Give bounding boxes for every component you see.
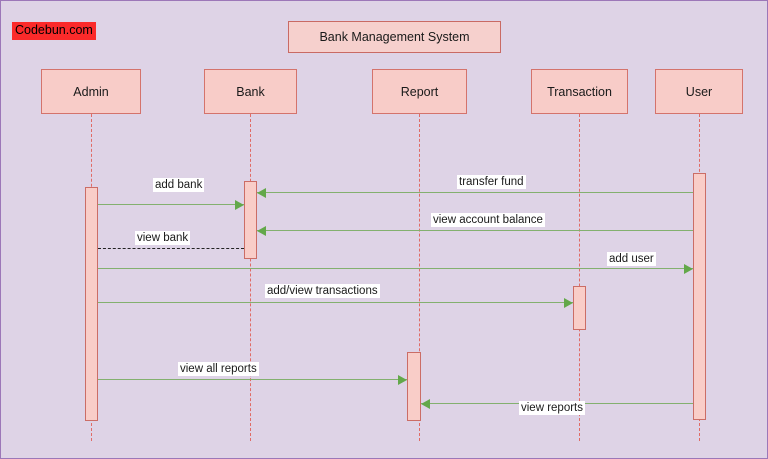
arrow-head-right-view-all-reports — [398, 375, 407, 385]
diagram-title-box: Bank Management System — [288, 21, 501, 53]
message-label-transfer-fund: transfer fund — [457, 175, 526, 189]
message-line-view-bank[interactable] — [98, 248, 244, 249]
activation-bar-report — [407, 352, 421, 421]
arrow-head-left-view-account-balance — [257, 226, 266, 236]
actor-label-report: Report — [400, 84, 439, 99]
message-line-add-bank[interactable] — [98, 204, 244, 205]
arrow-head-left-transfer-fund — [257, 188, 266, 198]
message-line-add-view-transactions[interactable] — [98, 302, 573, 303]
message-label-view-all-reports: view all reports — [178, 362, 259, 376]
actor-box-bank[interactable]: Bank — [204, 69, 297, 114]
arrow-head-right-add-user — [684, 264, 693, 274]
arrow-head-left-view-reports — [421, 399, 430, 409]
actor-label-bank: Bank — [236, 84, 265, 99]
message-line-transfer-fund[interactable] — [257, 192, 693, 193]
actor-box-report[interactable]: Report — [372, 69, 467, 114]
diagram-title-label: Bank Management System — [319, 30, 470, 44]
message-label-view-account-balance: view account balance — [431, 213, 545, 227]
message-label-add-user: add user — [607, 252, 656, 266]
message-label-view-reports: view reports — [519, 401, 585, 415]
message-label-add-view-transactions: add/view transactions — [265, 284, 380, 298]
arrow-head-right-add-bank — [235, 200, 244, 210]
message-line-add-user[interactable] — [98, 268, 693, 269]
message-label-view-bank: view bank — [135, 231, 191, 245]
actor-label-transaction: Transaction — [547, 84, 612, 99]
lifeline-transaction — [579, 114, 580, 441]
actor-label-admin: Admin — [73, 84, 109, 99]
watermark-codebun: Codebun.com — [12, 22, 96, 40]
actor-label-user: User — [685, 84, 713, 99]
lifeline-bank — [250, 114, 251, 441]
message-line-view-all-reports[interactable] — [98, 379, 407, 380]
lifeline-report — [419, 114, 420, 441]
activation-bar-admin — [85, 187, 98, 421]
message-line-view-account-balance[interactable] — [257, 230, 693, 231]
activation-bar-bank — [244, 181, 257, 259]
actor-box-transaction[interactable]: Transaction — [531, 69, 628, 114]
actor-box-admin[interactable]: Admin — [41, 69, 141, 114]
arrow-head-right-add-view-transactions — [564, 298, 573, 308]
actor-box-user[interactable]: User — [655, 69, 743, 114]
message-label-add-bank: add bank — [153, 178, 205, 192]
activation-bar-transaction — [573, 286, 586, 330]
activation-bar-user — [693, 173, 706, 420]
